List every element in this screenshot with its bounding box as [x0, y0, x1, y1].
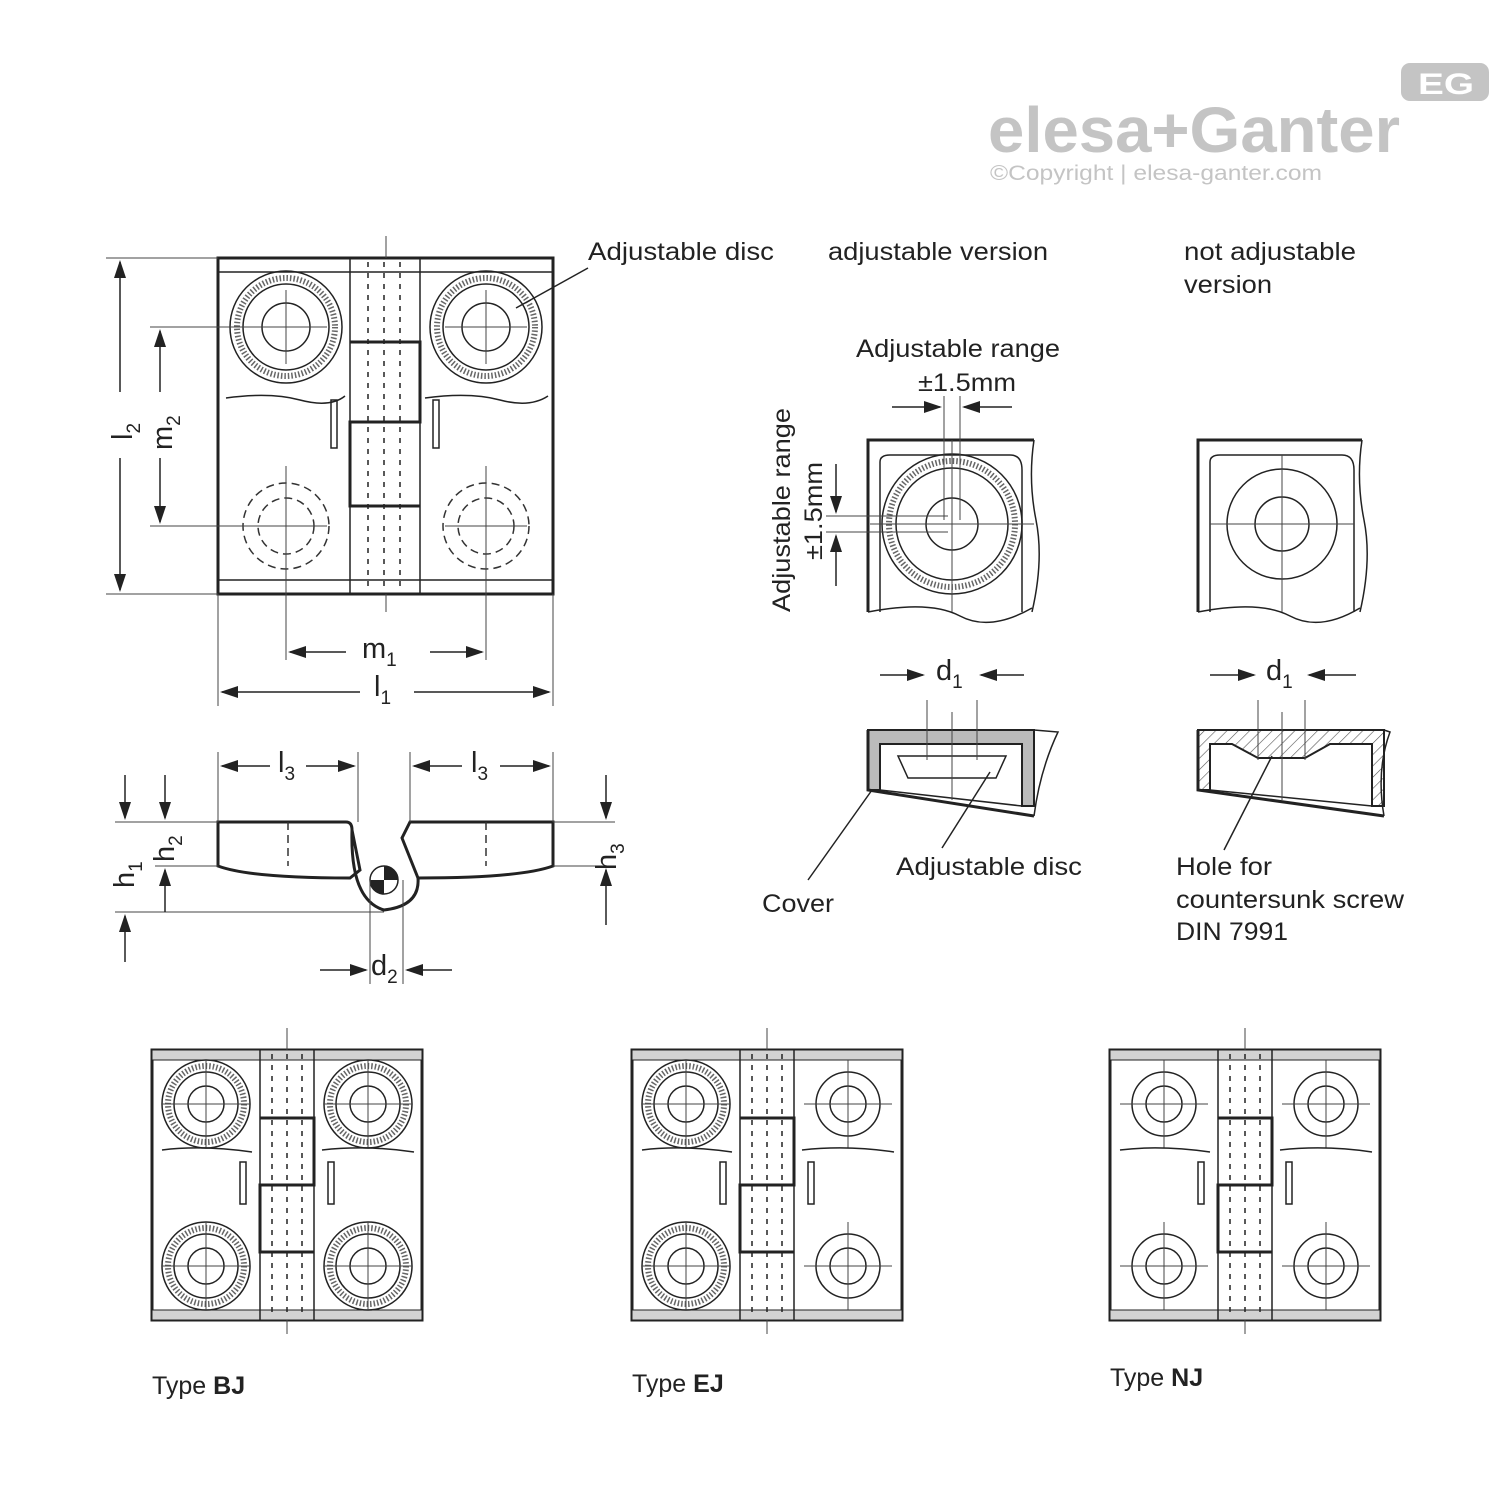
range-value-v: ±1.5mm [800, 462, 828, 560]
type-ej-caption: Type EJ [632, 1370, 724, 1398]
dim-h2: h2 [149, 835, 187, 862]
cover-label: Cover [762, 890, 834, 918]
copyright-text: ©Copyright | elesa-ganter.com [990, 162, 1322, 185]
dim-l2: l2 [107, 423, 145, 440]
brand-logo: elesa+Ganter ©Copyright | elesa-ganter.c… [988, 63, 1489, 185]
adjustable-range-label-v: Adjustable range [768, 408, 796, 612]
adjustable-disc-label-top: Adjustable disc [588, 238, 774, 266]
dim-l3-left: l3 [278, 747, 295, 785]
adjustable-section-view [807, 669, 1060, 881]
dim-l1: l1 [374, 671, 391, 709]
hole-label-line3: DIN 7991 [1176, 918, 1288, 946]
dim-h1: h1 [109, 861, 147, 888]
brand-logo-text: elesa+Ganter [988, 94, 1400, 166]
type-nj-view [1108, 1028, 1382, 1334]
dim-d1-adjustable: d1 [936, 655, 963, 693]
eg-badge-text: EG [1418, 68, 1474, 101]
dim-d1-not-adjustable: d1 [1266, 655, 1293, 693]
adjustable-detail-view [826, 396, 1040, 624]
not-adjustable-detail-view [1196, 438, 1368, 624]
type-bj-view [150, 1028, 424, 1334]
adjustable-range-label-h: Adjustable range [856, 335, 1060, 363]
not-adjustable-title-line1: not adjustable [1184, 238, 1356, 266]
range-value-h: ±1.5mm [918, 369, 1016, 397]
not-adjustable-title-line2: version [1184, 271, 1272, 299]
hole-label-line2: countersunk screw [1176, 886, 1405, 914]
type-bj-caption: Type BJ [152, 1372, 245, 1400]
dim-m2: m2 [147, 415, 185, 450]
type-ej-view [630, 1028, 904, 1334]
adjustable-version-title: adjustable version [828, 238, 1048, 266]
dim-l3-right: l3 [471, 747, 488, 785]
dim-m1: m1 [362, 633, 397, 671]
type-views [150, 1028, 1382, 1334]
type-nj-caption: Type NJ [1110, 1364, 1203, 1392]
dim-h3: h3 [591, 843, 629, 870]
dim-d2: d2 [371, 950, 398, 988]
hinge-top-view [106, 236, 589, 706]
not-adjustable-section-view [1196, 669, 1391, 851]
adjustable-disc-label-bottom: Adjustable disc [896, 853, 1082, 881]
hole-label-line1: Hole for [1176, 853, 1272, 881]
eg-badge [1401, 63, 1489, 101]
hinge-side-view [115, 752, 615, 984]
